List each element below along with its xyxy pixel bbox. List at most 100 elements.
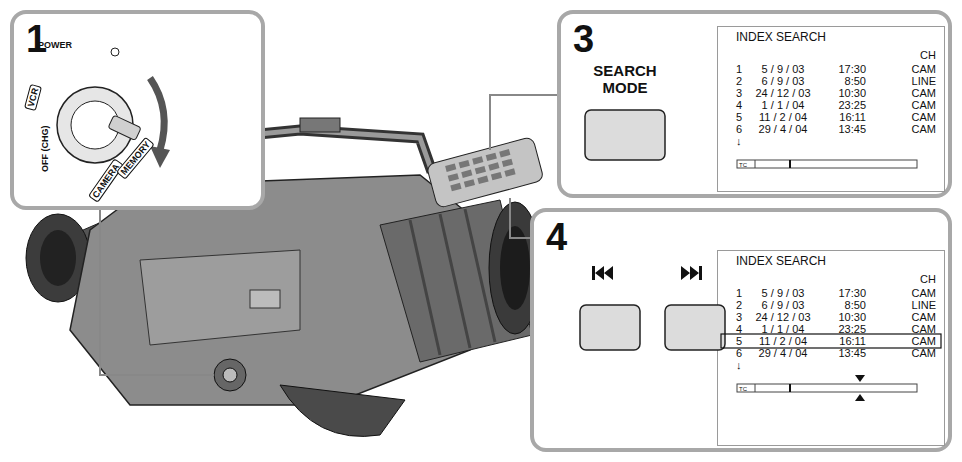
- screen-text: CAM: [912, 123, 936, 135]
- leader-line: [490, 95, 557, 150]
- lcd-screen: INDEX SEARCHCH15 / 9 / 0317:30CAM26 / 9 …: [717, 26, 945, 192]
- tape-bar: [737, 384, 917, 392]
- prev-symbol: [592, 266, 613, 280]
- screen-text: ↓: [736, 359, 742, 371]
- step-panel: 4INDEX SEARCHCH15 / 9 / 0317:30CAM26 / 9…: [530, 208, 952, 452]
- tape-bar-divider: [755, 160, 756, 168]
- screen-text: 8:50: [822, 299, 866, 311]
- screen-text: CAM: [912, 99, 936, 111]
- screen-text: 5: [736, 335, 742, 347]
- remote-key: [504, 168, 515, 176]
- screen-text: 1 / 1 / 04: [746, 99, 820, 111]
- switch-label: CAMERA: [88, 159, 124, 203]
- screen-text: 6 / 9 / 03: [746, 299, 820, 311]
- remote-key: [488, 162, 499, 170]
- screen-text: 5: [736, 111, 742, 123]
- screen-text: 13:45: [822, 123, 866, 135]
- screen-text: 6: [736, 123, 742, 135]
- accessory-shoe: [300, 118, 340, 132]
- screen-text: 16:11: [822, 111, 866, 123]
- screen-text: 2: [736, 75, 742, 87]
- switch-label: POWER: [38, 40, 72, 50]
- screen-text: 1: [736, 63, 742, 75]
- screen-text: 5 / 9 / 03: [746, 287, 820, 299]
- step-number: 3: [573, 18, 594, 61]
- step-panel: 3SEARCH MODEINDEX SEARCHCH15 / 9 / 0317:…: [557, 10, 952, 198]
- screen-text: 10:30: [822, 311, 866, 323]
- dial-lever: [108, 115, 141, 140]
- position-marker-bottom: [855, 394, 865, 401]
- screen-text: 11 / 2 / 04: [746, 111, 820, 123]
- screen-text: 24 / 12 / 03: [746, 87, 820, 99]
- switch-label: OFF (CHG): [40, 126, 50, 173]
- screen-text: 11 / 2 / 04: [746, 335, 820, 347]
- screen-text: 3: [736, 87, 742, 99]
- lens-rings: [410, 209, 495, 355]
- screen-text: CAM: [912, 323, 936, 335]
- search-mode-button: [585, 110, 665, 160]
- lamp-indicator: [111, 48, 119, 56]
- leader-line: [100, 210, 214, 375]
- screen-text: 24 / 12 / 03: [746, 311, 820, 323]
- step-number: 1: [26, 18, 47, 61]
- power-dial: [214, 359, 246, 391]
- screen-text: 23:25: [822, 99, 866, 111]
- screen-text: 4: [736, 99, 742, 111]
- screen-text: TC: [739, 385, 747, 393]
- remote-key: [461, 170, 472, 178]
- screen-text: 16:11: [822, 335, 866, 347]
- button-node: SEARCH MODE: [580, 62, 670, 162]
- screen-text: LINE: [912, 75, 936, 87]
- screen-text: ↓: [736, 135, 742, 147]
- screen-text: 13:45: [822, 347, 866, 359]
- mode-dial-knob: [71, 101, 119, 149]
- next-symbol: [681, 266, 702, 280]
- screen-text: 3: [736, 311, 742, 323]
- remote-key: [464, 179, 475, 187]
- next-triangles: [681, 266, 699, 280]
- remote-key: [459, 160, 470, 168]
- tape-mark: [789, 384, 791, 392]
- remote-key: [472, 156, 483, 164]
- screen-text: LINE: [912, 299, 936, 311]
- screen-text: 6: [736, 347, 742, 359]
- remote-key: [486, 153, 497, 161]
- switch-label: VCR: [24, 84, 42, 111]
- side-display: [250, 290, 280, 308]
- screen-text: 29 / 4 / 04: [746, 347, 820, 359]
- grip-strap: [280, 385, 405, 436]
- switch-label: MEMORY: [116, 137, 155, 180]
- eyecup-inner: [40, 230, 76, 286]
- screen-text: 5 / 9 / 03: [746, 63, 820, 75]
- tape-bar: [737, 160, 917, 168]
- remote-commander: [426, 137, 544, 209]
- screen-text: 23:25: [822, 323, 866, 335]
- screen-text: CH: [920, 273, 936, 285]
- lens-glass: [500, 226, 530, 310]
- screen-text: 1 / 1 / 04: [746, 323, 820, 335]
- remote-body: [426, 137, 544, 209]
- remote-key: [491, 172, 502, 180]
- screen-text: CH: [920, 49, 936, 61]
- remote-key: [445, 164, 456, 172]
- turn-arrow-head: [150, 146, 170, 168]
- remote-key: [499, 149, 510, 157]
- prev-bar: [592, 266, 595, 280]
- button-label: SEARCH MODE: [580, 62, 670, 96]
- screen-text: 29 / 4 / 04: [746, 123, 820, 135]
- screen-text: 8:50: [822, 75, 866, 87]
- remote-key: [450, 183, 461, 191]
- tape-bar-divider: [755, 384, 756, 392]
- screen-text: 10:30: [822, 87, 866, 99]
- screen-text: CAM: [912, 311, 936, 323]
- position-marker-top: [855, 375, 865, 382]
- screen-text: INDEX SEARCH: [736, 255, 826, 267]
- screen-text: 1: [736, 287, 742, 299]
- screen-text: TC: [739, 161, 747, 169]
- turn-arrow: [150, 78, 164, 150]
- screen-text: CAM: [912, 287, 936, 299]
- remote-key: [477, 176, 488, 184]
- screen-text: 6 / 9 / 03: [746, 75, 820, 87]
- leader-line: [510, 198, 530, 238]
